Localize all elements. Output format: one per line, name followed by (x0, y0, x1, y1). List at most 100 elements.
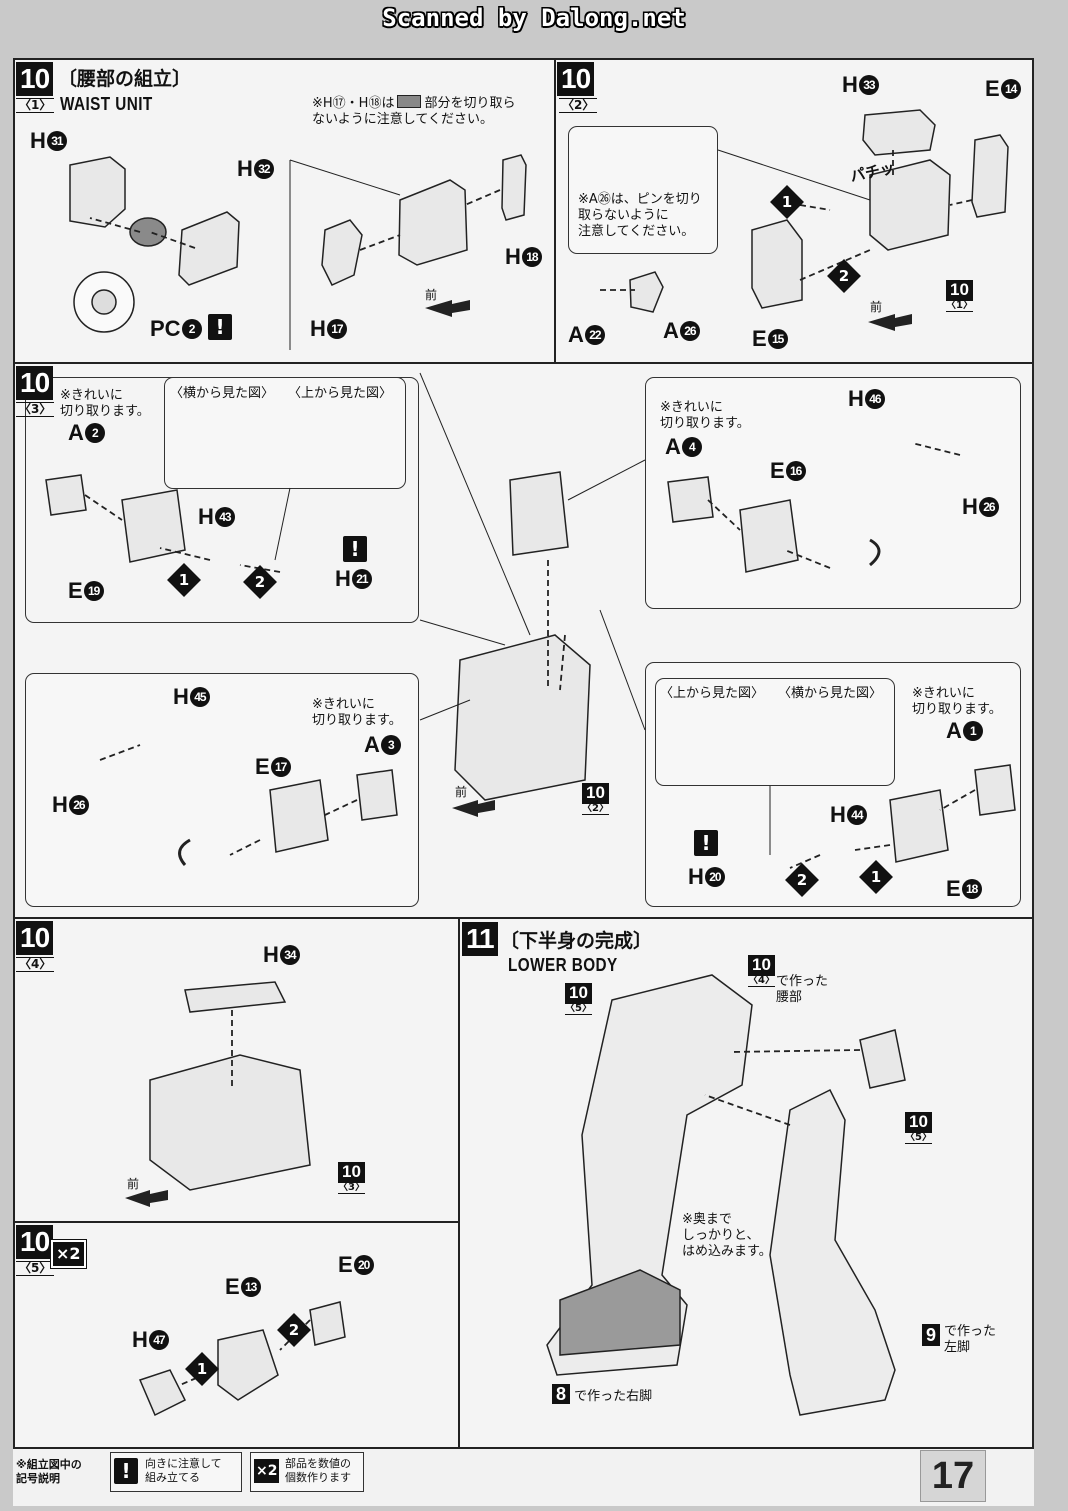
step-10-1-note: ※H⑰・H⑱は部分を切り取らないように注意してください。 (312, 95, 516, 127)
order-1-badge: 1 (770, 185, 804, 219)
right-leg-foot (559, 1269, 681, 1356)
legend-warn: ! 向きに注意して組み立てる (110, 1452, 242, 1492)
right-leg (546, 974, 753, 1376)
part-h33 (862, 109, 936, 156)
order-1-badge: 1 (185, 1352, 219, 1386)
step-10-1-number: 10 (16, 62, 54, 96)
clean-cut-note-d: ※きれいに切り取ります。 (912, 686, 1002, 717)
left-leg (769, 1088, 896, 1416)
step-10-3-view-box-2 (655, 678, 895, 786)
part-a26 (629, 271, 664, 313)
order-1-badge: 1 (859, 860, 893, 894)
part-a3 (356, 769, 398, 821)
step-10-3-subassy-a (25, 377, 419, 623)
part-h32 (178, 211, 240, 286)
legend-title: ※組立図中の記号説明 (16, 1458, 82, 1485)
view-top-label: 〈上から見た図〉 (660, 686, 765, 701)
step-10-3-sub: 〈3〉 (16, 402, 55, 417)
order-2-badge: 2 (243, 565, 277, 599)
step-10-2-note: ※A㉖は、ピンを切り取らないように注意してください。 (578, 192, 702, 239)
ref-step-10-4: 10〈4〉 (748, 955, 775, 987)
part-e15 (751, 219, 803, 309)
caution-icon: ! (694, 830, 718, 856)
ref-step-10-3: 10〈3〉 (338, 1162, 365, 1194)
view-side-label: 〈横から見た図〉 (778, 686, 883, 701)
part-h17 (321, 219, 363, 286)
ref-step-10-1: 10〈1〉 (946, 280, 973, 312)
step-10-4-sub: 〈4〉 (16, 957, 55, 972)
order-1-badge: 1 (167, 563, 201, 597)
waist-block-10-4 (149, 1054, 311, 1191)
part-e19 (121, 489, 186, 563)
part-h18 (501, 154, 527, 221)
caution-icon: ! (343, 536, 367, 562)
part-e18 (889, 789, 949, 863)
step-10-5-number: 10 (16, 1225, 54, 1259)
multiplier-badge: ×2 (50, 1239, 87, 1269)
clean-cut-note-b: ※きれいに切り取ります。 (660, 400, 750, 431)
front-label: 前 (127, 1177, 140, 1191)
view-top-label: 〈上から見た図〉 (288, 386, 393, 401)
front-label: 前 (870, 300, 883, 314)
ref-step-10-2: 10〈2〉 (582, 783, 609, 815)
step-10-4-number: 10 (16, 921, 54, 955)
ref-step-8: 8 で作った右脚 (552, 1384, 652, 1405)
step-10-3-number: 10 (16, 366, 54, 400)
ref-step-10-5: 10〈5〉 (565, 983, 592, 1015)
front-label: 前 (425, 288, 438, 302)
ref-step-9: 9 で作った左脚 (922, 1324, 996, 1356)
step-11-number: 11 (462, 922, 498, 956)
step-10-2-number: 10 (557, 62, 595, 96)
step-10-5-panel (13, 1221, 460, 1449)
part-h34 (184, 981, 287, 1013)
step-11-title-en: LOWER BODY (508, 955, 618, 975)
step-11-title-jp: 〔下半身の完成〕 (500, 930, 653, 952)
part-waist-plate (859, 1029, 906, 1089)
part-a1 (974, 764, 1016, 816)
step-10-1-sub: 〈1〉 (16, 98, 55, 113)
caution-icon: ! (208, 314, 232, 340)
part-a2 (45, 474, 87, 516)
step-10-3-view-box (164, 377, 406, 489)
view-side-label: 〈横から見た図〉 (170, 386, 275, 401)
order-2-badge: 2 (785, 863, 819, 897)
part-pc2 (129, 217, 167, 247)
order-2-badge: 2 (827, 259, 861, 293)
part-e13 (217, 1329, 279, 1401)
step-10-1-title-jp: 〔腰部の組立〕 (58, 68, 192, 90)
ref-step-10-5: 10〈5〉 (905, 1112, 932, 1144)
step-10-1-title-en: WAIST UNIT (60, 94, 153, 114)
multiplier-icon: ×2 (254, 1459, 280, 1483)
part-h31 (69, 156, 126, 228)
step-11-note: ※奥までしっかりと、はめ込みます。 (682, 1212, 772, 1259)
caution-icon: ! (114, 1458, 138, 1484)
